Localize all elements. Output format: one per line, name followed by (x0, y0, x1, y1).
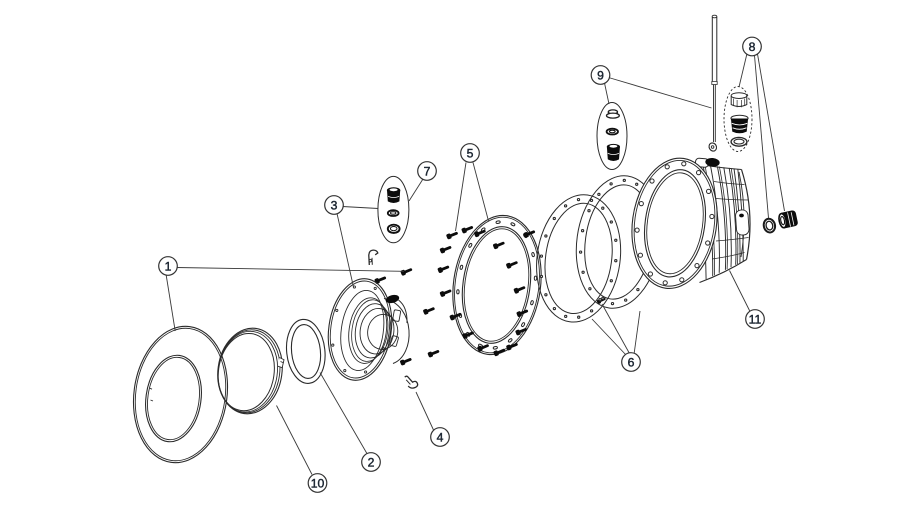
svg-text:5: 5 (467, 146, 474, 160)
svg-text:10: 10 (311, 476, 325, 490)
svg-text:9: 9 (597, 68, 604, 82)
svg-text:8: 8 (749, 40, 756, 54)
svg-text:7: 7 (424, 164, 431, 178)
svg-text:2: 2 (368, 455, 375, 469)
svg-text:1: 1 (165, 259, 172, 273)
svg-text:6: 6 (628, 355, 635, 369)
svg-text:11: 11 (749, 312, 762, 326)
svg-text:3: 3 (331, 198, 338, 212)
svg-text:4: 4 (437, 430, 444, 444)
